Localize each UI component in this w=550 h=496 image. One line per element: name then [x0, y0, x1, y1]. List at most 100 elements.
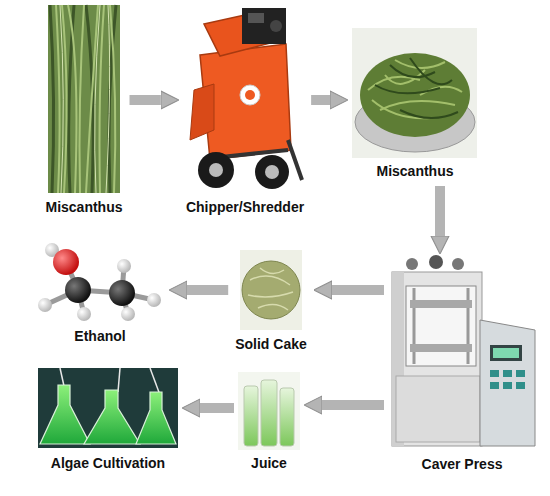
chopped-miscanthus-bowl-part-part [410, 58, 452, 84]
ethanol-molecule-part [109, 280, 135, 306]
grass-photo-part-part [109, 5, 116, 193]
grass-photo-part [48, 5, 120, 193]
press-machine-part [516, 370, 525, 377]
press-machine-part [503, 382, 512, 389]
press-machine-part [516, 382, 525, 389]
image-node: Miscanthus [42, 5, 125, 218]
chopped-miscanthus-bowl-part-part [390, 65, 435, 77]
solid-cake-photo-part-part [248, 292, 293, 297]
press-machine-part [392, 272, 482, 446]
algae-flasks-photo-part [118, 368, 120, 392]
press-machine-part [410, 300, 472, 308]
arrow-shaft [130, 95, 161, 105]
grass-photo-part-part [68, 5, 76, 193]
node-label: Juice [251, 455, 287, 472]
ethanol-molecule [38, 243, 161, 321]
chipper-machine-part [209, 163, 223, 177]
arrow-shaft [332, 285, 384, 295]
chipper-machine-part [248, 13, 264, 23]
solid-cake-photo-part [248, 268, 293, 310]
image-node: Juice [238, 372, 300, 474]
flow-arrow [130, 100, 161, 101]
juice-vials [238, 372, 300, 450]
press-machine-part [406, 286, 476, 366]
node-label: Algae Cultivation [51, 455, 165, 472]
press-machine-part [490, 382, 499, 389]
grass-photo-part-part [110, 5, 115, 193]
arrow-shaft [435, 186, 445, 236]
algae-flasks-photo-part [136, 392, 176, 444]
chopped-miscanthus-bowl-part-part [372, 100, 430, 118]
grass-photo-part-part [100, 5, 105, 193]
chopped-miscanthus-bowl-part-part [395, 60, 445, 68]
arrow-shaft [200, 403, 234, 413]
grass-photo-part [56, 5, 115, 193]
press-machine-part [503, 370, 512, 377]
node-label: Chipper/Shredder [186, 199, 304, 216]
chipper-machine-part [288, 140, 302, 180]
algae-flasks-photo-part [40, 385, 90, 444]
algae-flasks-photo [38, 368, 178, 448]
press-machine-part [396, 376, 480, 442]
chopped-miscanthus-bowl-part [375, 58, 458, 118]
press-machine-part [429, 255, 443, 269]
image-node: Caver Press [388, 258, 536, 475]
press-machine-part [490, 370, 499, 377]
ethanol-molecule-part [38, 298, 52, 312]
flow-arrow [440, 186, 441, 236]
node-label: Miscanthus [376, 163, 453, 180]
solid-cake-photo-part-part [260, 268, 284, 274]
ethanol-molecule-part [121, 307, 135, 321]
chipper-machine-part [242, 8, 286, 44]
chopped-miscanthus-bowl-part-part [380, 101, 455, 110]
juice-vials-part [280, 388, 294, 446]
node-label: Caver Press [422, 456, 503, 473]
juice-vials-part [261, 380, 277, 446]
image-node: Ethanol [35, 245, 165, 347]
chopped-miscanthus-bowl-part [368, 60, 462, 118]
press-machine-part [406, 258, 418, 270]
chipper-machine-part [255, 155, 289, 189]
node-label: Ethanol [74, 328, 125, 345]
juice-vials-part [244, 386, 258, 446]
solid-cake-photo-part [240, 250, 302, 330]
chopped-miscanthus-bowl-part [360, 53, 470, 137]
press-machine-part [410, 344, 472, 352]
chipper-machine-part [265, 165, 279, 179]
algae-flasks-photo-part [150, 368, 160, 395]
arrow-shaft [187, 285, 228, 295]
grass-photo-part-part [80, 5, 85, 193]
chopped-miscanthus-bowl-part-part [375, 85, 440, 93]
algae-flasks-photo-part [84, 390, 140, 444]
press-machine-part [413, 288, 416, 364]
ethanol-molecule-part [53, 249, 79, 275]
arrow-shaft [322, 400, 384, 410]
chipper-machine-part [198, 152, 234, 188]
chopped-miscanthus-bowl-part [352, 28, 477, 158]
grass-photo-part-part [60, 5, 63, 193]
press-machine-part [493, 348, 519, 358]
press-machine-part [480, 320, 535, 446]
solid-cake-photo [240, 250, 302, 330]
grass-photo-part-part [95, 5, 100, 193]
grass-photo [48, 5, 120, 193]
grass-photo-part-part [86, 5, 98, 193]
press-machine-part [490, 345, 522, 361]
solid-cake-photo-part [242, 261, 300, 319]
solid-cake-photo-part-part [258, 304, 288, 310]
grass-photo-part [50, 5, 116, 193]
grass-photo-part-part [50, 5, 54, 193]
ethanol-molecule-part [77, 307, 91, 321]
press-machine-part [452, 258, 464, 270]
flow-arrow [200, 408, 234, 409]
chopped-miscanthus-bowl-part-part [400, 110, 458, 118]
image-node: Chipper/Shredder [183, 5, 307, 218]
ethanol-molecule-part [45, 250, 154, 314]
node-label: Miscanthus [45, 199, 122, 216]
juice-vials-part [238, 372, 300, 450]
image-node: Miscanthus [352, 28, 477, 182]
grass-photo-part-part [56, 5, 60, 193]
solid-cake-photo-part-part [250, 276, 290, 285]
